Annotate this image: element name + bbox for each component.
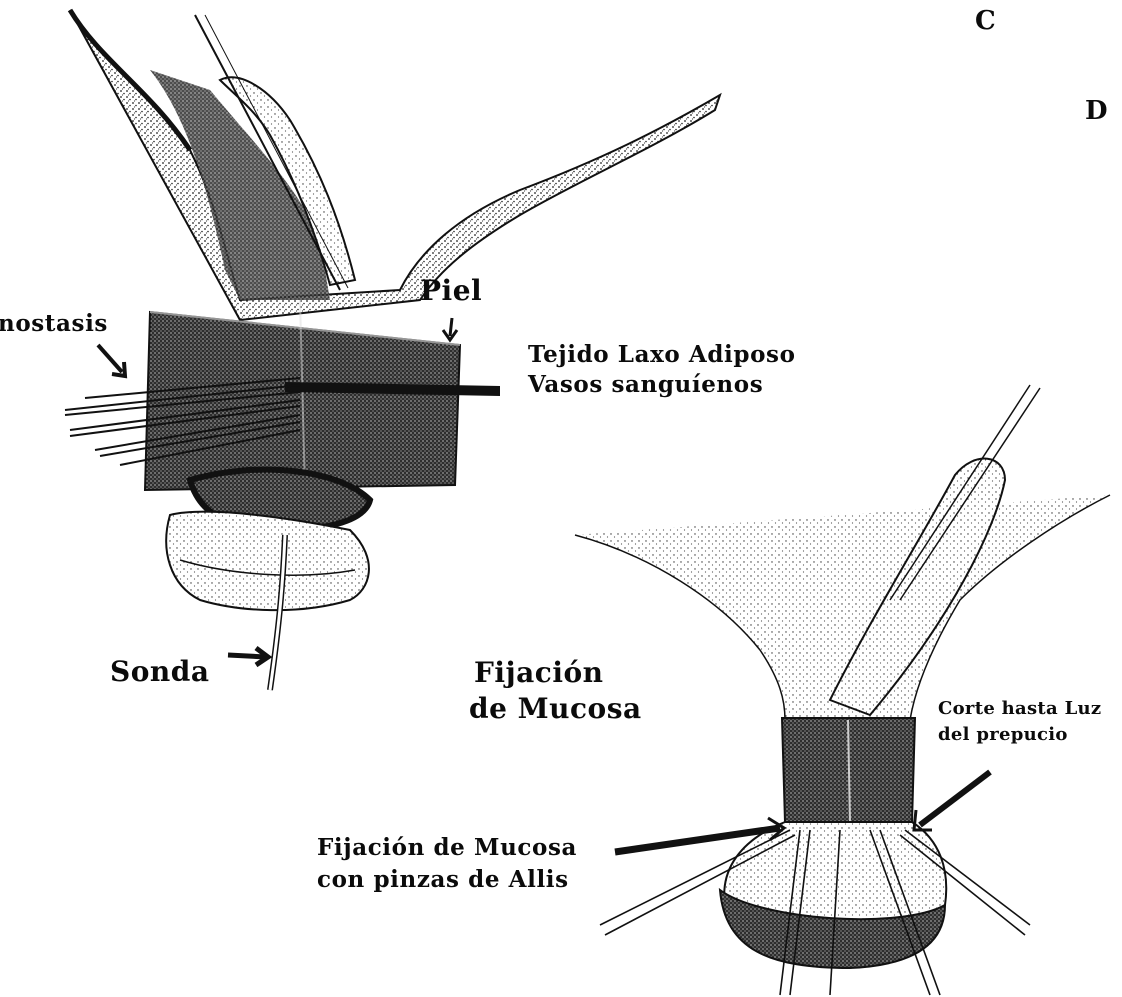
label-piel: Piel (420, 274, 482, 307)
arrow-piel (450, 318, 452, 336)
panel-label-c: C (975, 6, 996, 36)
label-tejido-laxo: Tejido Laxo Adiposo (528, 341, 796, 368)
label-sonda: Sonda (110, 655, 209, 688)
label-fijacion-title-1: Fijación (474, 656, 604, 689)
arrow-corte-d (920, 772, 990, 825)
shaft-body-c (70, 10, 720, 320)
label-fijacion-pinzas-2: con pinzas de Allis (317, 866, 569, 893)
arrow-sonda (228, 655, 266, 657)
label-corte-2: del prepucio (938, 724, 1068, 745)
label-fijacion-pinzas-1: Fijación de Mucosa (317, 834, 577, 861)
label-hemostasis: nostasis (0, 310, 108, 337)
panel-label-d: D (1085, 96, 1108, 126)
label-corte-1: Corte hasta Luz (938, 698, 1101, 719)
label-fijacion-title-2: de Mucosa (469, 692, 642, 725)
label-vasos: Vasos sanguíenos (528, 371, 763, 398)
arrow-hemostasis (98, 345, 122, 372)
figure-d (575, 385, 1110, 995)
